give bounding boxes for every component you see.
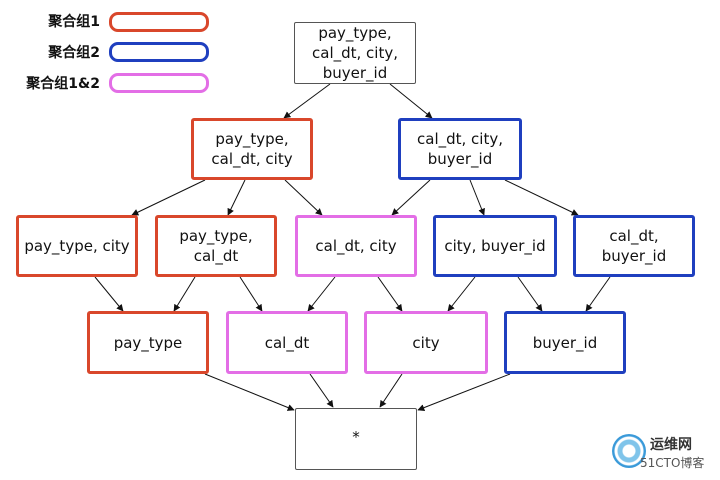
node-label: * xyxy=(352,428,360,446)
node-label: pay_type, cal_dt xyxy=(179,227,253,265)
node-cal-dt-city-buyer-id: cal_dt, city, buyer_id xyxy=(398,118,522,180)
edge-l4b-base xyxy=(309,373,334,408)
edge-l3d-l4c xyxy=(447,276,476,312)
edge-l3c-l4b xyxy=(307,276,336,312)
edge-l2b-l3c xyxy=(391,179,431,216)
legend-label-group12: 聚合组1&2 xyxy=(26,76,100,92)
node-label: pay_type, cal_dt, city xyxy=(211,130,293,168)
node-label: cal_dt, city xyxy=(315,237,397,255)
node-city-buyer-id: city, buyer_id xyxy=(433,215,557,277)
node-pay-type-cal-dt: pay_type, cal_dt xyxy=(155,215,277,277)
node-label: buyer_id xyxy=(532,333,598,352)
swirl-logo-icon xyxy=(612,434,646,468)
node-buyer-id: buyer_id xyxy=(504,311,626,374)
legend-label-group1: 聚合组1 xyxy=(48,14,100,30)
node-label: cal_dt, buyer_id xyxy=(601,227,667,265)
legend-swatch-group12 xyxy=(109,73,209,93)
node-label: city xyxy=(412,333,440,352)
node-cal-dt: cal_dt xyxy=(226,311,348,374)
edge-l4d-base xyxy=(417,373,511,411)
node-label: cal_dt xyxy=(264,333,310,352)
edge-l3e-l4d xyxy=(585,276,611,312)
legend-label-group2: 聚合组2 xyxy=(48,45,100,61)
edge-l3d-l4d xyxy=(517,276,543,312)
node-city: city xyxy=(364,311,488,374)
node-root-label: pay_type, cal_dt, city, buyer_id xyxy=(312,24,398,82)
edge-l3b-l4b xyxy=(239,276,263,312)
node-pay-type: pay_type xyxy=(87,311,209,374)
edge-root-l2b xyxy=(389,83,433,119)
node-cal-dt-buyer-id: cal_dt, buyer_id xyxy=(573,215,695,277)
edge-l2a-l3c xyxy=(284,179,323,216)
edge-l2a-l3a xyxy=(131,179,206,216)
edge-root-l2a xyxy=(283,83,331,119)
node-root: pay_type, cal_dt, city, buyer_id xyxy=(294,22,416,84)
watermark: 运维网 51CTO博客 xyxy=(612,430,720,476)
edge-l2b-l3e xyxy=(504,179,579,216)
node-pay-type-cal-dt-city: pay_type, cal_dt, city xyxy=(191,118,313,180)
watermark-subtitle: 51CTO博客 xyxy=(640,456,705,470)
edge-l3c-l4c xyxy=(377,276,403,312)
edge-l2b-l3d xyxy=(469,179,485,216)
node-label: pay_type xyxy=(113,333,183,352)
legend-swatch-group1 xyxy=(109,12,209,32)
node-label: pay_type, city xyxy=(24,237,130,255)
node-pay-type-city: pay_type, city xyxy=(16,215,138,277)
legend-swatch-group2 xyxy=(109,42,209,62)
edge-l4c-base xyxy=(379,373,403,408)
node-label: city, buyer_id xyxy=(444,237,546,255)
edge-l4a-base xyxy=(204,373,295,411)
edge-l2a-l3b xyxy=(227,179,246,216)
edge-l3b-l4a xyxy=(173,276,196,312)
watermark-title: 运维网 xyxy=(650,437,692,453)
node-cal-dt-city: cal_dt, city xyxy=(295,215,417,277)
node-base-cuboid: * xyxy=(295,408,417,470)
node-label: cal_dt, city, buyer_id xyxy=(417,130,503,168)
edge-l3a-l4a xyxy=(94,276,124,312)
